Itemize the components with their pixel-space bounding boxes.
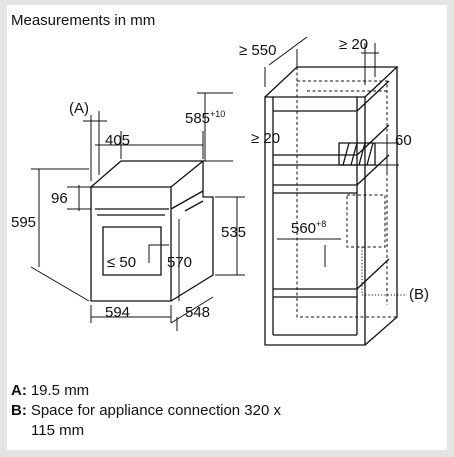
app-width-label: 594	[105, 304, 130, 321]
app-depth-label: 548	[185, 304, 210, 321]
app-height-label: 595	[11, 214, 36, 231]
A-marker: (A)	[69, 100, 89, 117]
legend-b: B:Space for appliance connection 320 x	[11, 402, 282, 419]
cabinet-dimensions: ≥ 550 ≥ 20 585+10 ≥ 20 60 560+8	[185, 36, 429, 303]
installation-diagram: Measurements in mm	[11, 12, 429, 439]
legend: A:19.5 mm B:Space for appliance connecti…	[11, 382, 282, 439]
app-body-height-2-label: 535	[221, 224, 246, 241]
app-panel-height-label: 96	[51, 190, 68, 207]
cab-height-label: 585+10	[185, 109, 225, 127]
connection-space-marker: (B)	[409, 286, 429, 303]
cabinet-drawing	[264, 66, 407, 346]
legend-b-cont: 115 mm	[31, 422, 84, 439]
appliance-drawing	[90, 160, 214, 302]
cab-vent-label: 60	[395, 132, 412, 149]
cab-width-label: 560+8	[291, 219, 326, 237]
app-top-depth-label: 405	[105, 132, 130, 149]
legend-a: A:19.5 mm	[11, 382, 89, 399]
diagram-title: Measurements in mm	[11, 12, 155, 29]
app-gap-label: ≤ 50	[107, 254, 136, 271]
cab-depth-label: ≥ 550	[239, 42, 276, 59]
diagram-panel: Measurements in mm	[7, 5, 447, 450]
appliance-dimensions: (A) 405 96 595 ≤ 50 570 535	[11, 100, 246, 331]
app-body-height-label: 570	[167, 254, 192, 271]
cab-inner-gap-label: ≥ 20	[251, 130, 280, 147]
cab-top-gap-label: ≥ 20	[339, 36, 368, 53]
